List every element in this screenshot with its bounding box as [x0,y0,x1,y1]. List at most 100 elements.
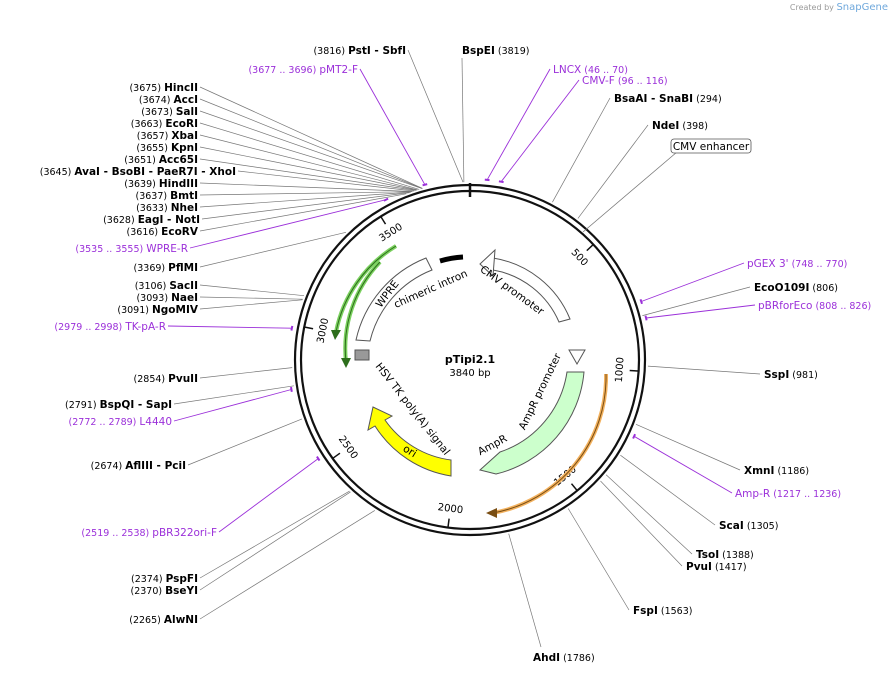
enzyme-name: AccI [174,94,198,106]
enzyme-extra: NotI [175,214,200,226]
scale-tick [629,369,639,372]
enzyme-label[interactable]: BspEI (3819) [462,45,529,57]
enzyme-label[interactable]: (2854) PvuII [134,373,198,385]
enzyme-name: EagI [138,214,164,226]
primer-name: pMT2-F [319,64,358,76]
cmv-enhancer-box[interactable] [670,138,752,154]
enzyme-label[interactable]: TsoI (1388) [696,549,754,561]
enzyme-leader [600,480,683,567]
enzyme-label[interactable]: (3633) NheI [136,202,198,214]
primer-label[interactable]: (2979 .. 2998) TK-pA-R [54,321,166,333]
enzyme-label[interactable]: (3645) AvaI - BsoBI - PaeR7I - XhoI [40,166,236,178]
enzyme-name: NaeI [171,292,198,304]
enzyme-label[interactable]: FspI (1563) [633,605,692,617]
primer-label[interactable]: (3535 .. 3555) WPRE-R [75,243,188,255]
wpre-orf-line [335,245,397,333]
enzyme-leader [635,423,741,471]
enzyme-leader [199,191,411,208]
enzyme-label[interactable]: (3663) EcoRI [131,118,198,130]
credit-prefix: Created by [789,3,834,12]
primer-name: L4440 [139,416,172,428]
enzyme-label[interactable]: NdeI (398) [652,120,708,132]
enzyme-leader [407,49,464,183]
ampr-promoter-arrow[interactable] [568,349,586,366]
scale-tick [570,483,578,492]
enzyme-leader-lines-left [173,49,464,620]
primer-mark [644,315,648,321]
primer-label[interactable]: pBRforEco (808 .. 826) [758,300,871,312]
enzyme-label[interactable]: (2674) AflIII - PciI [91,460,186,472]
enzyme-label[interactable]: ScaI (1305) [719,520,778,532]
wpre-feature[interactable] [355,257,433,342]
enzyme-label[interactable]: (3655) KpnI [136,142,198,154]
enzyme-label[interactable]: AhdI (1786) [533,652,595,664]
enzyme-label[interactable]: (3657) XbaI [137,130,198,142]
primer-label[interactable]: LNCX (46 .. 70) [553,64,628,76]
enzyme-label[interactable]: (3651) Acc65I [124,154,198,166]
primer-label[interactable]: (2772 .. 2789) L4440 [69,416,172,428]
enzyme-leader [199,231,347,268]
enzyme-pos: (2791) [65,400,97,411]
primer-label[interactable]: (2519 .. 2538) pBR322ori-F [81,527,217,539]
enzyme-pos: (3645) [40,167,72,178]
primer-label[interactable]: Amp-R (1217 .. 1236) [735,488,841,500]
enzyme-label[interactable]: (3093) NaeI [136,292,198,304]
enzyme-label[interactable]: (3628) EagI - NotI [103,214,200,226]
enzyme-leader [647,365,761,375]
chimeric-intron-bar[interactable] [439,254,464,264]
primer-range: (748 .. 770) [792,259,848,270]
enzyme-label[interactable]: (3674) AccI [139,94,198,106]
enzyme-name: EcoRV [161,226,199,238]
enzyme-label[interactable]: (3106) SacII [135,280,198,292]
enzyme-extra: SbfI [382,45,406,57]
enzyme-label[interactable]: (2265) AlwNI [129,614,198,626]
enzyme-leader [199,296,303,300]
enzyme-pos: (3639) [124,179,156,190]
hsv-tk-polya-label: HSV TK poly(A) signal [373,361,452,458]
enzyme-name: BsaAI [614,93,647,105]
enzyme-pos: (981) [792,370,818,381]
enzyme-label[interactable]: (3675) HincII [129,82,198,94]
primer-range: (2979 .. 2998) [54,322,122,333]
hsv-tk-polya-box[interactable] [354,349,370,361]
enzyme-pos: (3106) [135,281,167,292]
enzyme-label[interactable]: (3616) EcoRV [127,226,199,238]
cmv-promoter-arrow[interactable] [492,257,571,323]
enzyme-name: HindIII [159,178,198,190]
scale-tick [304,326,314,330]
enzyme-extra: SapI [146,399,172,411]
primer-mark [290,386,293,392]
primer-label[interactable]: CMV-F (96 .. 116) [582,75,668,87]
enzyme-name: Acc65I [159,154,198,166]
enzyme-label[interactable]: (3673) SalI [141,106,198,118]
enzyme-leader [199,134,418,191]
enzyme-name: AhdI [533,652,560,664]
enzyme-label[interactable]: (3091) NgoMIV [117,304,198,316]
enzyme-pos: (3673) [141,107,173,118]
enzyme-label[interactable]: (3637) BmtI [136,190,199,202]
enzyme-label[interactable]: (3369) PflMI [134,262,198,274]
enzyme-pos: (3093) [136,293,168,304]
primer-mark [632,433,637,439]
enzyme-pos: (1186) [777,466,809,477]
primer-range: (2772 .. 2789) [69,417,137,428]
enzyme-leader [199,284,305,297]
enzyme-label[interactable]: PvuI (1417) [686,561,747,573]
ampr-feature[interactable] [478,371,585,475]
enzyme-label[interactable]: (3639) HindIII [124,178,198,190]
enzyme-label[interactable]: EcoO109I (806) [754,282,838,294]
enzyme-label[interactable]: BsaAI - SnaBI (294) [614,93,722,105]
ori-feature[interactable] [367,406,452,477]
enzyme-label[interactable]: (2374) PspFI [131,573,198,585]
enzyme-label[interactable]: (2791) BspQI - SapI [65,399,172,411]
enzyme-label[interactable]: XmnI (1186) [744,465,809,477]
primer-label[interactable]: (3677 .. 3696) pMT2-F [248,64,358,76]
enzyme-leader [187,418,303,466]
enzyme-label[interactable]: SspI (981) [764,369,818,381]
enzyme-label[interactable]: (3816) PstI - SbfI [313,45,406,57]
enzyme-label[interactable]: (2370) BseYI [130,585,198,597]
enzyme-pos: (3657) [137,131,169,142]
primer-label[interactable]: pGEX 3' (748 .. 770) [747,258,847,270]
enzyme-leader [199,490,350,579]
enzyme-name: HincII [164,82,198,94]
